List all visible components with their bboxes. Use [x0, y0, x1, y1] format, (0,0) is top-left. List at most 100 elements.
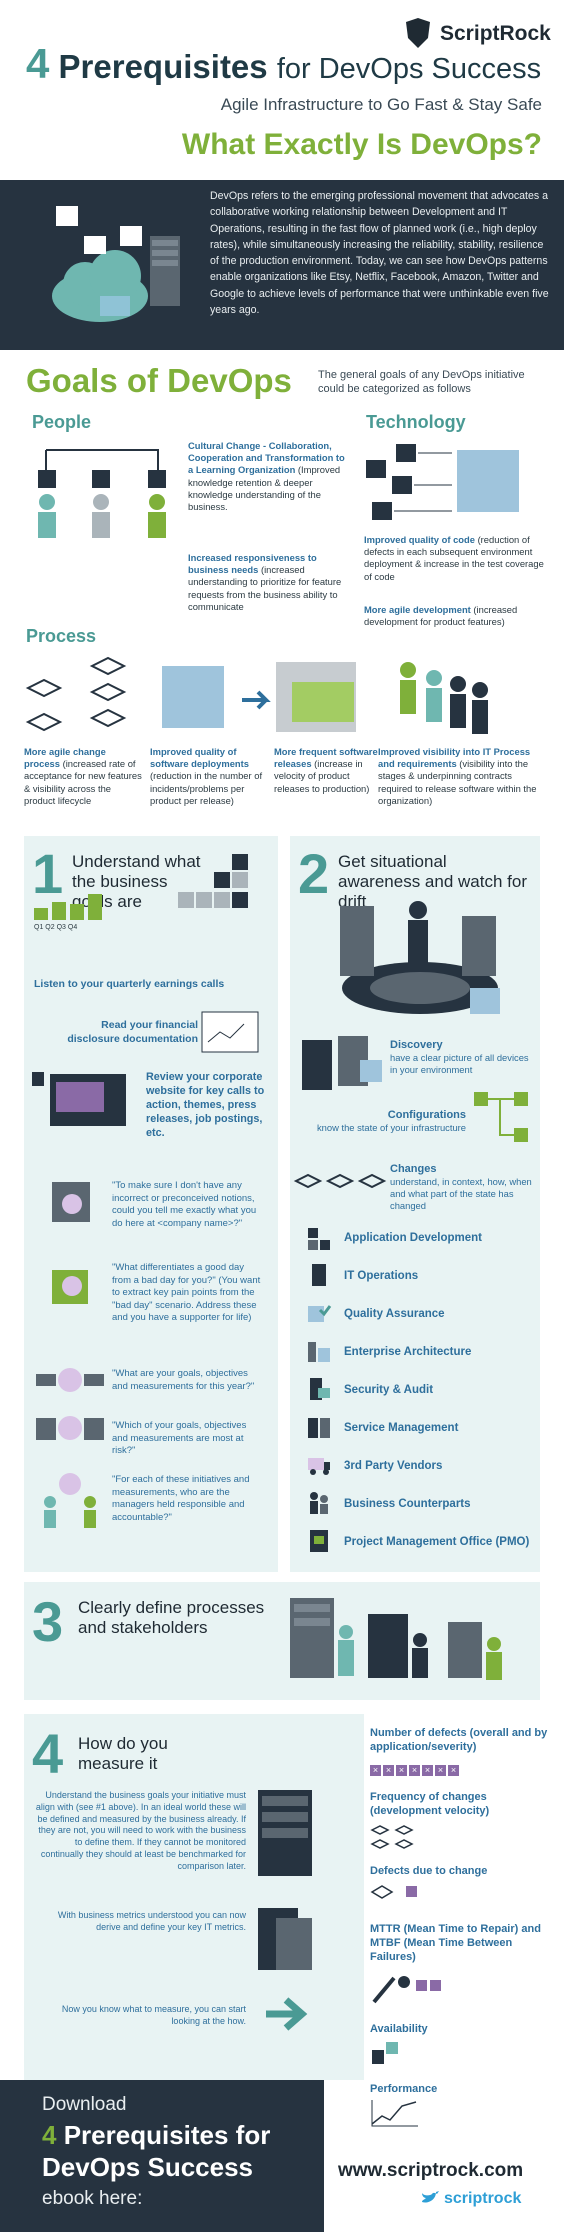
scriptrock-shield-icon	[406, 18, 430, 48]
discovery-title: Discovery	[390, 1039, 443, 1051]
checklist-icon	[178, 854, 248, 908]
x-box-icon: ×	[383, 1765, 394, 1776]
enterprise-arch-icon	[308, 1342, 330, 1362]
technology-heading: Technology	[366, 412, 466, 432]
step3-title: Clearly define processes and stakeholder…	[78, 1598, 265, 1637]
stakeholders-icon	[290, 1598, 502, 1680]
people-b1-title: Cultural Change - Collaboration, Coopera…	[188, 440, 345, 476]
team-app-dev: Application Development	[344, 1232, 483, 1244]
team-qa: Quality Assurance	[344, 1308, 445, 1320]
step1-number: 1	[32, 842, 64, 905]
brand-name: ScriptRock	[440, 22, 551, 45]
config-title: Configurations	[387, 1109, 466, 1121]
footer-title-words: Prerequisites for	[63, 2120, 271, 2150]
people-b1-text: (Improved knowledge retention & deeper k…	[188, 464, 341, 513]
title-bold: Prerequisites	[58, 48, 268, 85]
footer-twitter-handle[interactable]: scriptrock	[444, 2190, 522, 2207]
step2-number: 2	[298, 842, 330, 905]
question-servers-icon	[36, 1416, 104, 1440]
defects-boxes: ×××××××	[370, 1760, 461, 1778]
security-lock-icon	[310, 1378, 330, 1400]
people-b2-text: (increased understanding to prioritize f…	[188, 564, 342, 612]
process-item-2-text: (reduction in the number of incidents/pr…	[150, 770, 263, 806]
process-item-2: Improved quality of software deployments…	[150, 746, 270, 807]
tools-icon	[372, 1976, 441, 2004]
process-item-4-text: (visibility into the stages & underpinni…	[378, 758, 537, 806]
question-managers-icon	[44, 1473, 96, 1528]
team-security: Security & Audit	[344, 1384, 434, 1396]
tech-b1-title: Improved quality of code	[364, 534, 475, 545]
service-mgmt-icon	[308, 1418, 330, 1438]
server-stack-icon	[258, 1790, 312, 1876]
metric-frequency: Frequency of changes (development veloci…	[370, 1791, 490, 1817]
configurations-icon	[474, 1092, 528, 1142]
people-blurb-2: Increased responsiveness to business nee…	[188, 552, 348, 613]
code-cube-icon	[366, 444, 519, 520]
footer-num: 4	[42, 2120, 57, 2150]
quote-3: "What are your goals, objectives and mea…	[112, 1368, 255, 1392]
earnings-chart-icon	[34, 894, 102, 920]
metric-defects: Number of defects (overall and by applic…	[370, 1727, 548, 1753]
step4-panel	[24, 1714, 364, 2080]
q-label-2: Q2	[45, 924, 55, 931]
metric-defects-change: Defects due to change	[370, 1865, 488, 1877]
process-item-1-text: (increased rate of acceptance for new fe…	[24, 758, 142, 806]
step4-para-3: Now you know what to measure, you can st…	[61, 2004, 246, 2026]
people-heading: People	[32, 412, 92, 432]
discovery-text: have a clear picture of all devices in y…	[390, 1052, 529, 1076]
goals-title: Goals of DevOps	[26, 362, 292, 399]
process-item-3: More frequent software releases (increas…	[274, 746, 378, 795]
tech-b2-text: (increased development for product featu…	[364, 604, 518, 628]
team-business: Business Counterparts	[344, 1498, 471, 1510]
qa-icon	[308, 1305, 332, 1322]
process-item-4-title: Improved visibility into IT Process and …	[378, 746, 531, 770]
team-service-mgmt: Service Management	[344, 1422, 459, 1434]
page-subtitle: Agile Infrastructure to Go Fast & Stay S…	[220, 95, 542, 114]
process-item-1: More agile change process (increased rat…	[24, 746, 144, 807]
brand-logo: ScriptRock	[404, 14, 554, 54]
x-box-icon: ×	[370, 1765, 381, 1776]
q-label-4: Q4	[67, 924, 78, 931]
it-ops-icon	[312, 1264, 326, 1286]
page-title: 4 Prerequisites for DevOps Success	[26, 40, 541, 88]
changes-title: Changes	[390, 1163, 437, 1175]
people-b2-title: Increased responsiveness to business nee…	[188, 552, 317, 576]
business-people-icon	[310, 1492, 328, 1514]
question-diagram-icon	[36, 1368, 104, 1392]
process-flow-icon	[25, 656, 488, 734]
team-vendors: 3rd Party Vendors	[344, 1460, 443, 1472]
cta-financial: Read your financial disclosure documenta…	[67, 1019, 198, 1045]
metric-mttr: MTTR (Mean Time to Repair) and MTBF (Mea…	[370, 1923, 541, 1963]
situational-awareness-icon	[340, 901, 500, 1014]
question-server-icon	[52, 1182, 90, 1222]
question-cube-icon	[52, 1270, 88, 1304]
team-enterprise-arch: Enterprise Architecture	[344, 1346, 472, 1358]
quote-4: "Which of your goals, objectives and mea…	[112, 1420, 247, 1456]
process-item-1-title: More agile change process	[24, 746, 106, 770]
step4-para-1: Understand the business goals your initi…	[35, 1790, 246, 1871]
download-footer[interactable]	[0, 2080, 324, 2232]
quote-1: "To make sure I don't have any incorrect…	[112, 1180, 257, 1229]
step3-number: 3	[32, 1590, 64, 1653]
process-item-4: Improved visibility into IT Process and …	[378, 746, 546, 807]
quote-2: "What differentiates a good day from a b…	[112, 1262, 261, 1323]
step4-number: 4	[32, 1722, 64, 1785]
people-icon	[38, 449, 166, 538]
footer-download: Download	[42, 2094, 127, 2115]
footer-ebook: ebook here:	[42, 2188, 143, 2209]
step4-para-2: With business metrics understood you can…	[57, 1910, 246, 1932]
metric-availability: Availability	[370, 2023, 428, 2035]
goals-desc: The general goals of any DevOps initiati…	[318, 369, 525, 395]
q-label-3: Q3	[56, 924, 66, 931]
changes-icon	[293, 1173, 387, 1189]
cloud-devices-icon	[52, 206, 180, 322]
footer-title-1: 4 2Prerequisites for	[42, 2120, 270, 2151]
arrow-right-icon	[266, 1997, 308, 2031]
vendor-truck-icon	[308, 1458, 330, 1475]
intro-text: DevOps refers to the emerging profession…	[210, 190, 549, 317]
process-item-2-title: Improved quality of software deployments	[150, 746, 249, 770]
team-pmo: Project Management Office (PMO)	[344, 1536, 530, 1548]
footer-url[interactable]: www.scriptrock.com	[338, 2160, 524, 2181]
performance-chart-icon	[371, 2100, 418, 2127]
cta-website: Review your corporate website for key ca…	[146, 1071, 265, 1139]
